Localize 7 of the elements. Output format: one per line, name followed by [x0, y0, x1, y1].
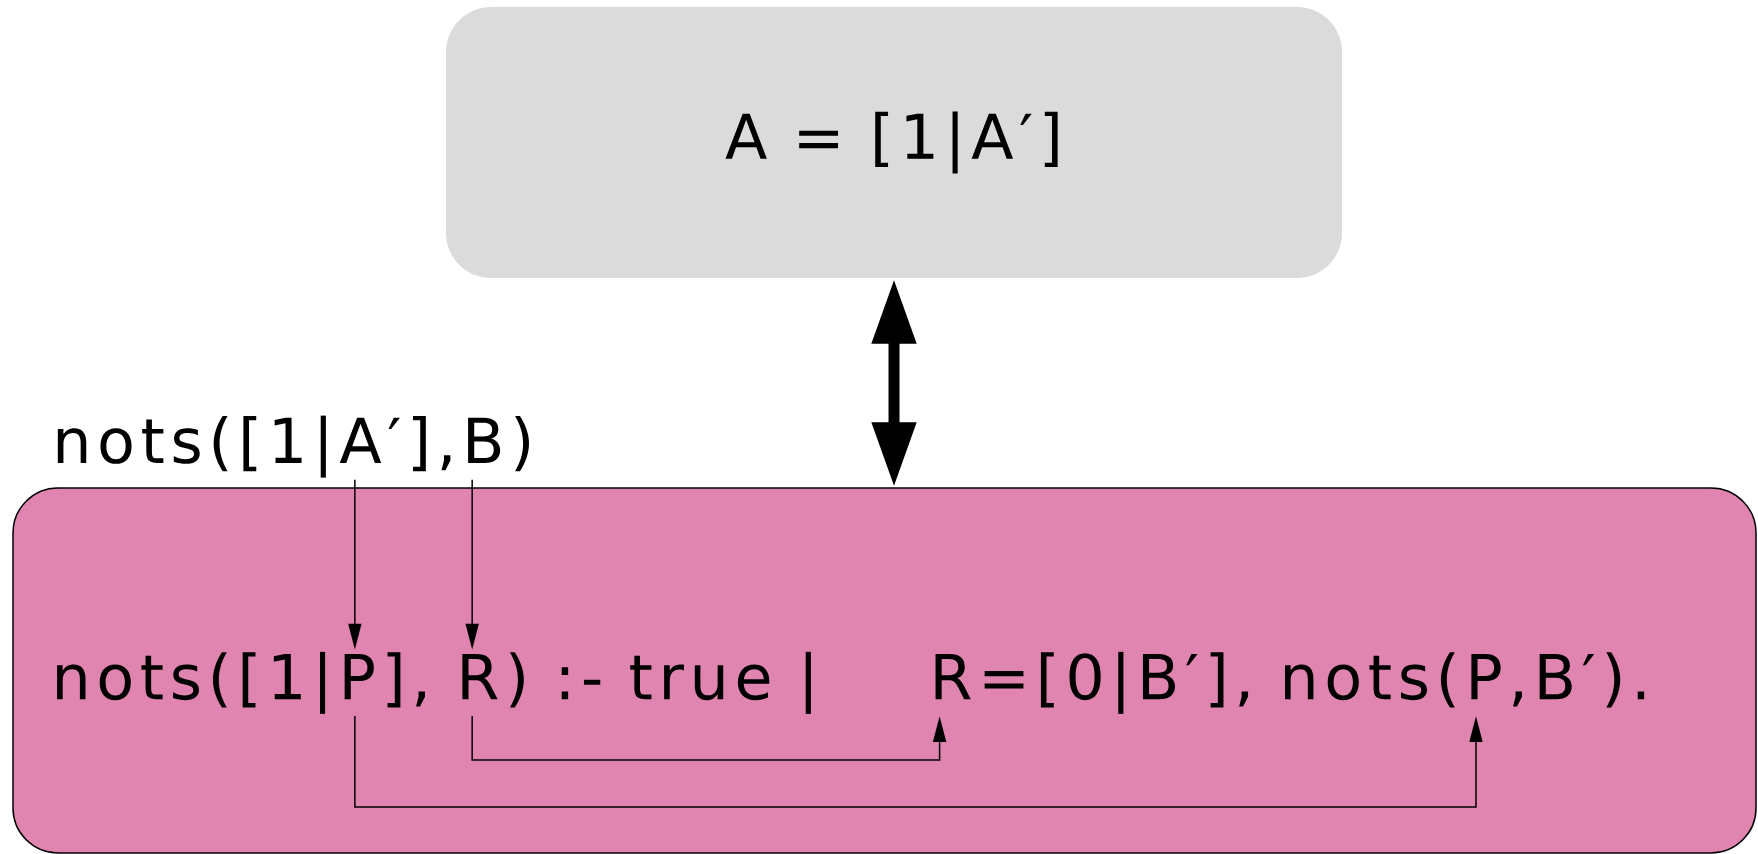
- process-box: A = [1|A′]: [446, 7, 1342, 278]
- clause-text: R=[0|B′], nots(P,B′).: [935, 651, 1645, 714]
- arrow: [354, 715, 1483, 808]
- clause-text: nots([1|P], R) :- true |: [57, 651, 811, 714]
- arrow: [471, 715, 947, 761]
- goal-text: nots([1|A′],B): [57, 415, 529, 478]
- clause-box: [12, 487, 1757, 854]
